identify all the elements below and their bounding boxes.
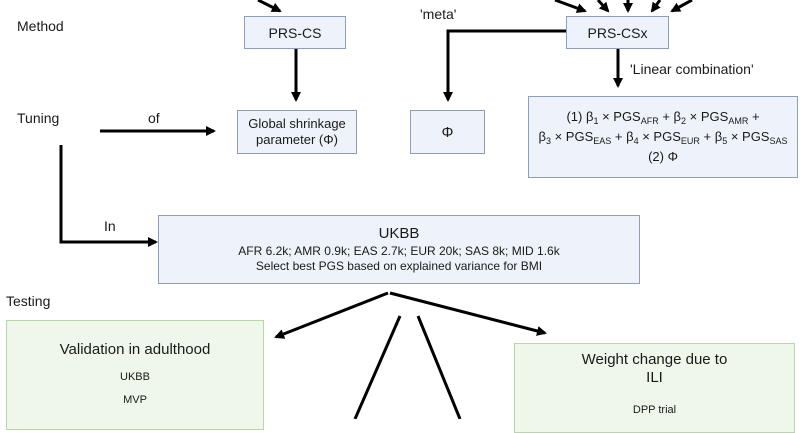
weight-change-title-2: ILI xyxy=(646,369,663,386)
validation-item-ukbb: UKBB xyxy=(120,371,150,383)
label-tuning: Tuning xyxy=(17,110,60,126)
arrow-into-prs-csx-5 xyxy=(670,0,693,13)
linear-combination-box: (1) β1 × PGSAFR + β2 × PGSAMR + β3 × PGS… xyxy=(528,96,798,178)
label-method: Method xyxy=(17,18,64,34)
validation-title: Validation in adulthood xyxy=(59,341,211,358)
arrow-into-prs-csx-4 xyxy=(650,0,662,13)
global-shrinkage-line2: parameter (Φ) xyxy=(256,132,338,147)
equation-line-1: (1) β1 × PGSAFR + β2 × PGSAMR + xyxy=(566,109,760,126)
equation-line-2: β3 × PGSEAS + β4 × PGSEUR + β5 × PGSSAS xyxy=(538,129,788,146)
label-in: In xyxy=(104,218,116,234)
arrow-meta-to-phi xyxy=(443,29,566,102)
arrow-into-prs-csx-2 xyxy=(596,0,610,13)
prs-csx-label: PRS-CSx xyxy=(587,24,648,41)
arrow-into-prs-cs xyxy=(257,0,282,13)
weight-change-title-1: Weight change due to xyxy=(581,351,728,368)
label-testing: Testing xyxy=(6,293,51,309)
phi-label: Φ xyxy=(441,123,454,141)
equation-line-3: (2) Φ xyxy=(648,149,678,164)
weight-change-box: Weight change due to ILI DPP trial xyxy=(514,343,795,433)
arrow-ukbb-to-weight-change xyxy=(389,291,547,336)
weight-change-item-dpp: DPP trial xyxy=(632,404,677,416)
flow-arrows xyxy=(59,0,693,419)
label-of: of xyxy=(148,110,160,126)
prs-cs-box: PRS-CS xyxy=(244,16,346,49)
ukbb-selection-note: Select best PGS based on explained varia… xyxy=(255,259,543,273)
global-shrinkage-line1: Global shrinkage xyxy=(248,116,346,131)
validation-box: Validation in adulthood UKBB MVP xyxy=(6,320,264,430)
arrow-tuning-in xyxy=(59,145,158,247)
arrow-ukbb-down-left xyxy=(353,315,402,419)
arrow-ukbb-to-validation xyxy=(274,291,389,339)
ukbb-sample-sizes: AFR 6.2k; AMR 0.9k; EAS 2.7k; EUR 20k; S… xyxy=(238,244,560,258)
label-meta: 'meta' xyxy=(420,6,457,22)
global-shrinkage-box: Global shrinkage parameter (Φ) xyxy=(237,110,357,154)
prs-cs-label: PRS-CS xyxy=(268,24,322,41)
label-linear-combination: 'Linear combination' xyxy=(630,61,754,77)
prs-csx-box: PRS-CSx xyxy=(566,16,669,49)
arrow-into-prs-csx-1 xyxy=(554,0,587,13)
arrow-ukbb-down-right xyxy=(416,315,462,419)
ukbb-title: UKBB xyxy=(378,225,420,242)
ukbb-box: UKBB AFR 6.2k; AMR 0.9k; EAS 2.7k; EUR 2… xyxy=(158,215,640,284)
phi-box: Φ xyxy=(410,110,485,154)
validation-item-mvp: MVP xyxy=(123,394,147,406)
